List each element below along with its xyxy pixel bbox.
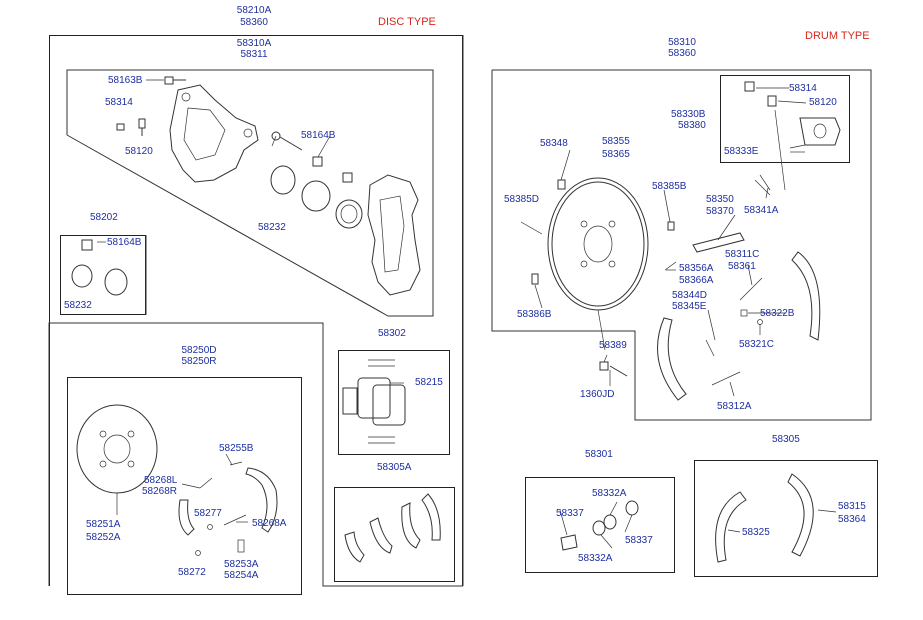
parking-brake-frame <box>67 377 302 595</box>
pads-drawing <box>342 359 406 444</box>
drum-frame-outline <box>491 69 872 421</box>
label-kit-seal: 58232 <box>64 300 92 311</box>
parking-parts-drawing <box>178 461 278 556</box>
label-strut-2: 58366A <box>679 275 714 286</box>
drum-type-title: DRUM TYPE <box>805 30 870 42</box>
caliper-body-drawing <box>169 84 259 183</box>
kit-drawing <box>71 239 128 296</box>
label-lever-1: 58268L <box>144 475 178 486</box>
label-cylinder-2: 58380 <box>678 120 706 131</box>
label-bolt: 58163B <box>108 75 143 86</box>
label-spring-312a: 58312A <box>717 401 752 412</box>
label-kit-boot: 58164B <box>107 237 142 248</box>
carrier-drawing <box>367 174 421 296</box>
label-drum-assy-2: 58360 <box>668 48 696 59</box>
bolt-drawing <box>164 76 186 85</box>
label-adjuster-1: 58350 <box>706 194 734 205</box>
label-clip: 58386B <box>517 309 552 320</box>
label-caliper-kit: 58202 <box>90 212 118 223</box>
disc-type-title: DISC TYPE <box>378 16 436 28</box>
label-cup-1: 58332A <box>592 488 627 499</box>
label-spring-d-2: 58345E <box>672 301 707 312</box>
label-cable-guide: 58341A <box>744 205 779 216</box>
disc-frame-outline <box>48 35 464 587</box>
label-drum-plate-2: 58365 <box>602 149 630 160</box>
label-spring-c-2: 58361 <box>728 261 756 272</box>
label-spring-d-1: 58344D <box>672 290 708 301</box>
bleeder-drawing <box>116 118 146 136</box>
pad-kit-frame <box>338 350 450 455</box>
label-spring-a: 58268A <box>252 518 287 529</box>
label-piston-seal: 58232 <box>258 222 286 233</box>
label-pad: 58215 <box>415 377 443 388</box>
label-drum-bolt: 58348 <box>540 138 568 149</box>
label-repair-kit: 58301 <box>585 449 613 460</box>
label-cyl-spring: 58333E <box>724 146 759 157</box>
label-bleeder-cap: 58314 <box>105 97 133 108</box>
bleeder-kit-frame <box>720 75 850 163</box>
parking-plate-drawing <box>76 404 158 515</box>
leader-lines <box>97 79 837 549</box>
guide-pin-drawing <box>271 131 353 183</box>
label-retainer: 58272 <box>178 567 206 578</box>
shoe-kit-a-frame <box>334 487 455 582</box>
label-parking-assy-2: 58250R <box>181 356 217 367</box>
label-bleeder-screw: 58120 <box>125 146 153 157</box>
label-pin-b: 58385B <box>652 181 687 192</box>
label-pin: 58277 <box>194 508 222 519</box>
label-strut-1: 58356A <box>679 263 714 274</box>
caliper-subframe <box>66 69 434 317</box>
label-parking-plate-2: 58252A <box>86 532 121 543</box>
label-cyl-cap: 58314 <box>789 83 817 94</box>
label-guide-pin: 58164B <box>301 130 336 141</box>
label-parking-plate-1: 58251A <box>86 519 121 530</box>
label-shoe-2-1: 58315 <box>838 501 866 512</box>
label-drum-plate-1: 58355 <box>602 136 630 147</box>
label-spring-321c: 58321C <box>739 339 775 350</box>
label-drum-shoe-kit: 58305 <box>772 434 800 445</box>
wheel-cylinder-kit-frame <box>525 477 675 573</box>
label-cylinder-1: 58330B <box>671 109 706 120</box>
label-shoe: 58325 <box>742 527 770 538</box>
drum-small-parts-drawing <box>520 179 745 377</box>
wheel-cylinder-drawing <box>744 81 841 196</box>
label-spring-b: 58255B <box>219 443 254 454</box>
label-drum-assy-1: 58310 <box>668 37 696 48</box>
label-parking-assy-1: 58250D <box>181 345 217 356</box>
drum-plate-drawing <box>547 177 649 351</box>
piston-drawing <box>270 165 363 229</box>
label-caliper-1: 58310A <box>236 38 272 49</box>
drum-shoes-drawing <box>657 251 821 401</box>
label-pin-d: 58385D <box>504 194 540 205</box>
label-washer: 58389 <box>599 340 627 351</box>
label-cyl-bleeder: 58120 <box>809 97 837 108</box>
label-shoe-kit-a: 58305A <box>377 462 412 473</box>
shoes-a-drawing <box>344 493 441 563</box>
label-spring-c-1: 58311C <box>725 249 760 260</box>
label-shoe-2-2: 58364 <box>838 514 866 525</box>
label-cup-3: 58337 <box>625 535 653 546</box>
drum-shoe-kit-frame <box>694 460 878 577</box>
label-disc-assy-2: 58360 <box>240 17 268 28</box>
label-cup-2: 58337 <box>556 508 584 519</box>
label-adjuster-2: 58254A <box>224 570 259 581</box>
label-pad-kit: 58302 <box>378 328 406 339</box>
label-cup-4: 58332A <box>578 553 613 564</box>
drum-shoe-kit-drawing <box>715 473 814 563</box>
label-bolt-jd: 1360JD <box>580 389 615 400</box>
label-lever-2: 58268R <box>142 486 178 497</box>
label-caliper-2: 58311 <box>240 49 268 60</box>
label-clip-b: 58322B <box>760 308 795 319</box>
label-adjuster-2: 58370 <box>706 206 734 217</box>
label-adjuster-1: 58253A <box>224 559 259 570</box>
label-disc-assy-1: 58210A <box>236 5 272 16</box>
